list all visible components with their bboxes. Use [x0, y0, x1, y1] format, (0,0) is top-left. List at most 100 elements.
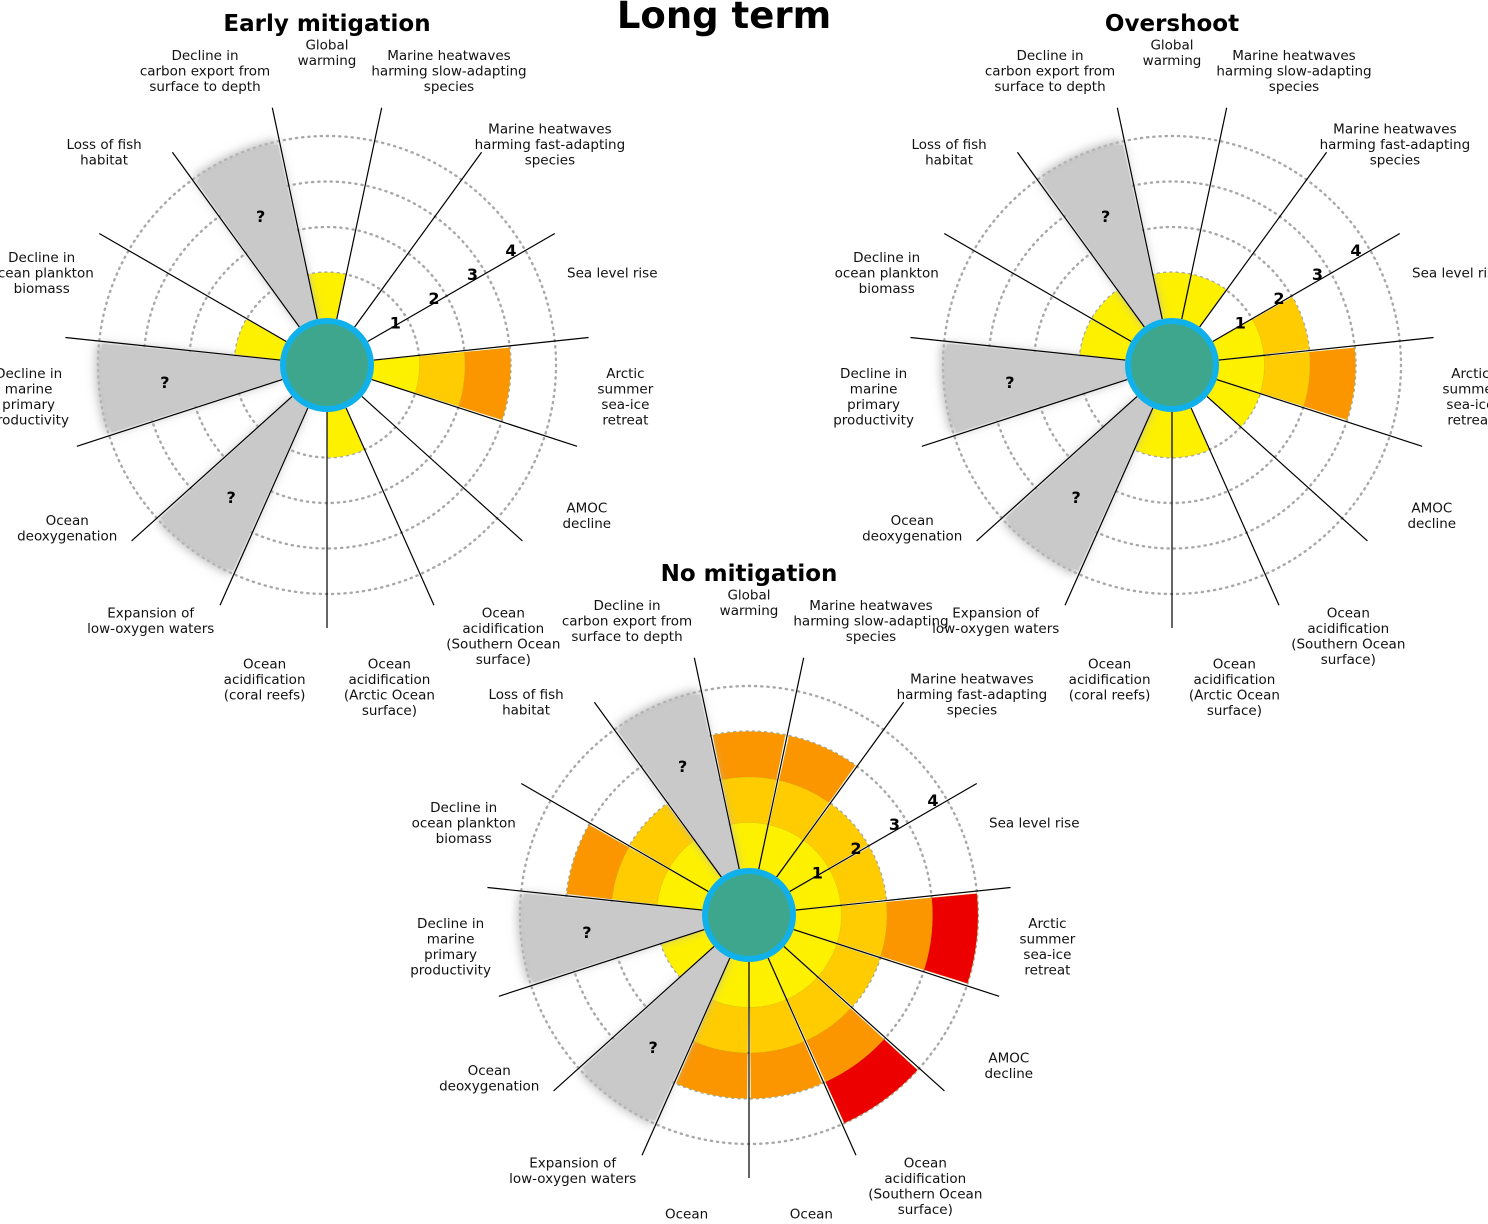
spoke	[789, 782, 978, 893]
bar-segment-amoc-decline-2	[818, 944, 881, 1007]
spoke	[793, 928, 1000, 997]
bar-unknown-expansion-of-low-oxygen-waters	[582, 946, 730, 1121]
ring-label-2: 2	[1273, 289, 1284, 308]
bar-unknown-expansion-of-low-oxygen-waters	[1005, 396, 1153, 571]
spoke	[1016, 151, 1145, 328]
unknown-label-decline-in-carbon-export-from-surface-to-depth: ?	[256, 207, 265, 226]
ring-label-3: 3	[1312, 265, 1323, 284]
bar-segment-ocean-acidification-arctic-ocean-surface-3	[750, 1041, 823, 1099]
ring-label-4: 4	[1350, 241, 1361, 260]
spoke	[373, 336, 589, 361]
spoke	[1216, 378, 1423, 447]
spoke	[498, 928, 705, 997]
spoke	[767, 957, 857, 1156]
bar-unknown-decline-in-marine-primary-productivity	[522, 893, 705, 983]
unknown-label-decline-in-marine-primary-productivity: ?	[160, 373, 169, 392]
ring-label-2: 2	[850, 839, 861, 858]
center-disc	[702, 868, 796, 962]
spoke	[367, 232, 556, 343]
spoke	[976, 396, 1138, 542]
bar-segment-arctic-summer-sea-ice-retreat-3	[1303, 347, 1356, 421]
ring-label-1: 1	[390, 313, 401, 332]
bar-segment-arctic-summer-sea-ice-retreat-3	[880, 897, 933, 971]
spoke	[1212, 232, 1401, 343]
spoke	[1199, 151, 1328, 328]
spoke	[795, 886, 1011, 911]
bar-unknown-decline-in-marine-primary-productivity	[100, 343, 283, 433]
spoke	[345, 407, 435, 606]
category-label-sea-level-rise: Sea level rise	[1412, 265, 1488, 281]
bar-unknown-decline-in-carbon-export-from-surface-to-depth	[618, 694, 739, 877]
bar-segment-arctic-summer-sea-ice-retreat-2	[415, 351, 466, 407]
bar-unknown-decline-in-marine-primary-productivity	[945, 343, 1128, 433]
bar-segment-marine-heatwaves-harming-fast-adapting-species-2	[803, 803, 869, 869]
bar-segment-ocean-acidification-coral-reefs-3	[675, 1041, 748, 1099]
spoke	[776, 701, 905, 878]
unknown-label-decline-in-carbon-export-from-surface-to-depth: ?	[1101, 207, 1110, 226]
bar-segment-ocean-acidification-arctic-ocean-surface-1	[1172, 407, 1210, 458]
spoke	[1218, 336, 1434, 361]
spoke	[98, 232, 287, 343]
spoke	[693, 657, 740, 870]
unknown-label-expansion-of-low-oxygen-waters: ?	[227, 488, 236, 507]
spoke	[1116, 107, 1163, 320]
bar-segment-sea-level-rise-2	[829, 846, 887, 905]
spoke	[553, 946, 715, 1092]
spoke	[910, 336, 1126, 361]
ring-label-3: 3	[467, 265, 478, 284]
ring-label-3: 3	[889, 815, 900, 834]
bar-segment-ocean-acidification-southern-ocean-surface-4	[825, 1038, 918, 1124]
center-disc	[1125, 318, 1219, 412]
spoke	[171, 151, 300, 328]
spoke	[1064, 407, 1154, 606]
spoke	[354, 151, 483, 328]
center-disc	[280, 318, 374, 412]
bar-segment-ocean-acidification-arctic-ocean-surface-1	[327, 407, 365, 458]
category-label-sea-level-rise: Sea level rise	[989, 815, 1079, 831]
spoke	[76, 378, 283, 447]
bar-segment-arctic-summer-sea-ice-retreat-4	[923, 893, 979, 984]
bar-unknown-expansion-of-low-oxygen-waters	[160, 396, 308, 571]
spoke	[1181, 107, 1228, 320]
spoke	[219, 407, 309, 606]
bar-unknown-decline-in-carbon-export-from-surface-to-depth	[1041, 144, 1162, 327]
unknown-label-decline-in-marine-primary-productivity: ?	[1005, 373, 1014, 392]
bar-segment-loss-of-fish-habitat-2	[629, 803, 695, 869]
unknown-label-decline-in-marine-primary-productivity: ?	[582, 923, 591, 942]
spoke	[641, 957, 731, 1156]
spoke	[371, 378, 578, 447]
bar-unknown-decline-in-carbon-export-from-surface-to-depth	[196, 144, 317, 327]
